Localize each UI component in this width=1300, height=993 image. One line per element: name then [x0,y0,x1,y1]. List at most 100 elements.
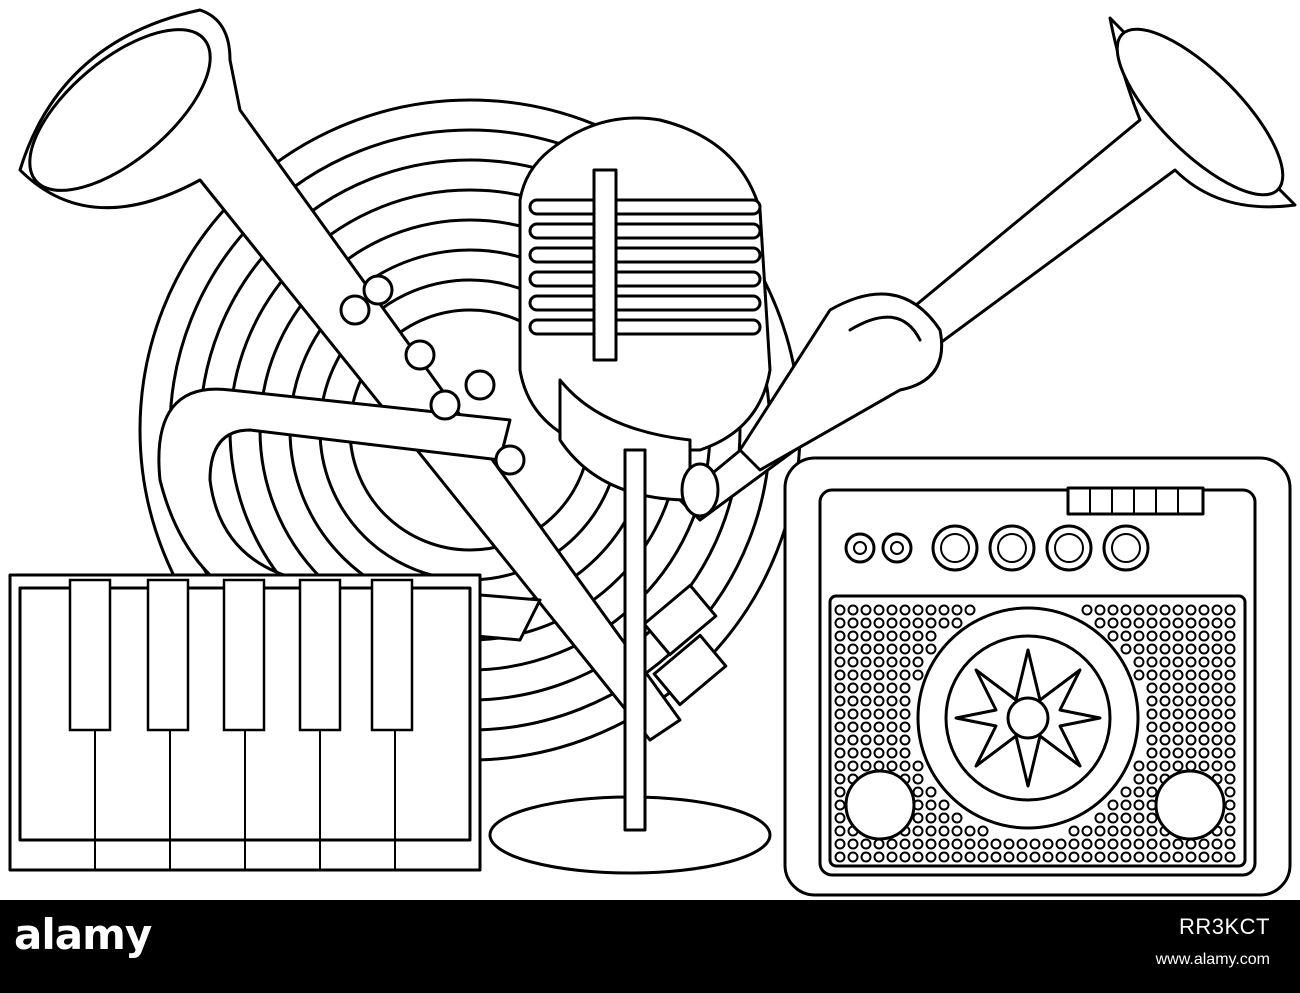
grille-dot [834,695,846,707]
grille-dot [834,643,846,655]
grille-dot [1172,604,1184,616]
grille-dot [964,825,976,837]
grille-dot [834,773,846,785]
grille-dot [1224,617,1236,629]
grille-dot [964,851,976,863]
grille-dot [1224,721,1236,733]
grille-dot [873,656,885,668]
grille-dot [834,825,846,837]
grille-dot [912,851,924,863]
grille-dot [938,617,950,629]
grille-dot [860,734,872,746]
grille-dot [925,825,937,837]
grille-dot [938,799,950,811]
grille-dot [1198,643,1210,655]
grille-dot [1146,838,1158,850]
grille-dot [834,747,846,759]
grille-dot [860,838,872,850]
grille-dot [1198,682,1210,694]
grille-dot [886,630,898,642]
grille-dot [1133,604,1145,616]
grille-dot [1172,630,1184,642]
grille-dot [886,682,898,694]
grille-dot [1159,682,1171,694]
grille-dot [1224,643,1236,655]
grille-dot [1107,630,1119,642]
grille-dot [1185,682,1197,694]
grille-dot [977,825,989,837]
grille-dot [1211,695,1223,707]
grille-dot [899,760,911,772]
grille-dot [1081,825,1093,837]
grille-dot [1185,747,1197,759]
grille-dot [1198,656,1210,668]
grille-dot [847,734,859,746]
grille-dot [834,786,846,798]
grille-dot [847,643,859,655]
grille-dot [1133,838,1145,850]
grille-dot [1211,838,1223,850]
grille-dot [886,643,898,655]
grille-dot [1081,838,1093,850]
grille-dot [964,604,976,616]
grille-dot [1133,851,1145,863]
grille-dot [873,734,885,746]
grille-dot [860,669,872,681]
grille-dot [1198,747,1210,759]
grille-dot [925,604,937,616]
guitar-amplifier [783,456,1292,897]
grille-dot [860,721,872,733]
grille-dot [847,708,859,720]
grille-dot [1159,747,1171,759]
grille-dot [860,604,872,616]
grille-dot [834,721,846,733]
grille-dot [899,695,911,707]
grille-dot [899,747,911,759]
grille-dot [1185,643,1197,655]
grille-dot [899,630,911,642]
grille-dot [860,656,872,668]
grille-dot [886,617,898,629]
grille-dot [834,617,846,629]
grille-dot [873,604,885,616]
grille-dot [1107,851,1119,863]
grille-dot [860,695,872,707]
grille-dot [1185,604,1197,616]
grille-dot [1172,656,1184,668]
grille-dot [1211,617,1223,629]
grille-dot [886,669,898,681]
grille-dot [886,708,898,720]
grille-dot [1172,669,1184,681]
grille-dot [1120,604,1132,616]
grille-dot [886,734,898,746]
grille-dot [886,721,898,733]
grille-dot [1133,630,1145,642]
grille-dot [1198,851,1210,863]
grille-dot [899,721,911,733]
grille-dot [1224,708,1236,720]
grille-dot [912,838,924,850]
grille-dot [873,617,885,629]
grille-dot [899,617,911,629]
grille-dot [1211,760,1223,772]
grille-dot [1146,630,1158,642]
grille-dot [1224,825,1236,837]
grille-dot [938,812,950,824]
grille-dot [1146,617,1158,629]
piano-keyboard [8,573,482,872]
grille-dot [1172,682,1184,694]
grille-dot [1146,656,1158,668]
grille-dot [899,643,911,655]
grille-dot [912,617,924,629]
grille-dot [834,669,846,681]
grille-dot [1159,617,1171,629]
grille-dot [834,656,846,668]
grille-dot [834,708,846,720]
grille-dot [990,838,1002,850]
grille-dot [847,617,859,629]
grille-dot [1198,734,1210,746]
grille-dot [1185,669,1197,681]
grille-dot [886,838,898,850]
grille-dot [1211,630,1223,642]
grille-dot [1094,825,1106,837]
